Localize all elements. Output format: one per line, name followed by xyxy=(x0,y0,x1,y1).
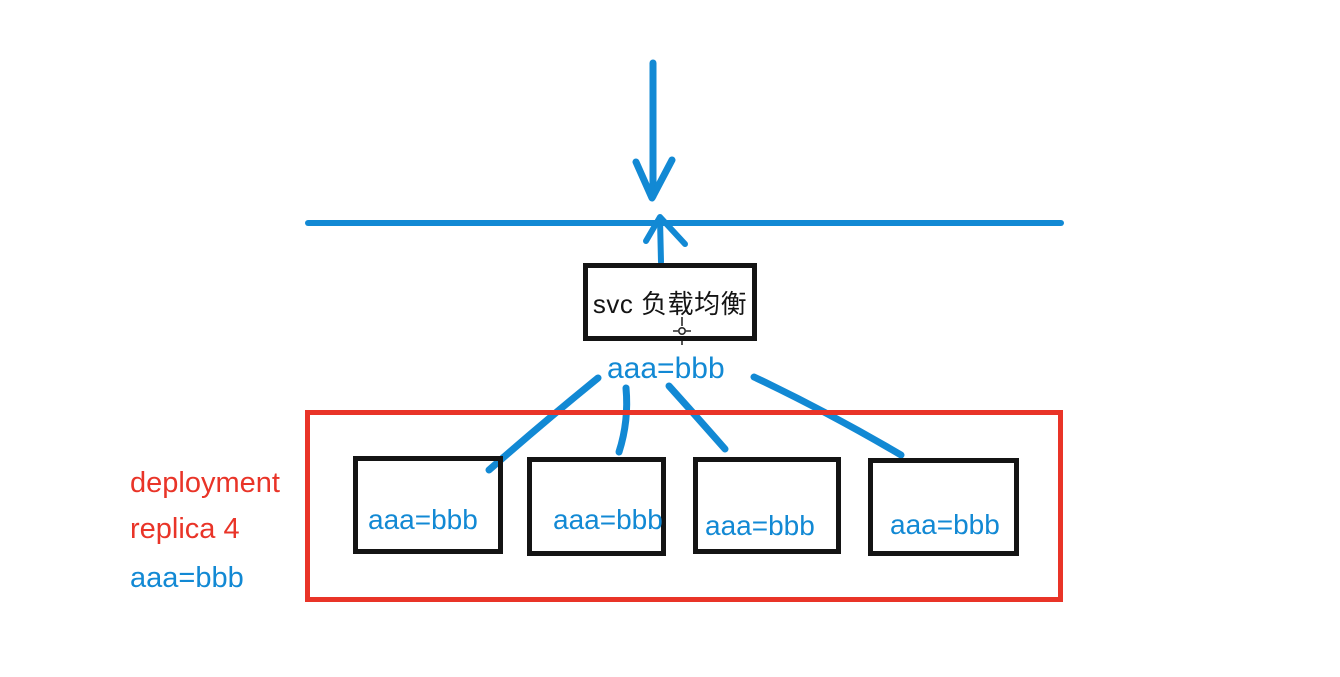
pod-box-3: aaa=bbb xyxy=(693,457,841,554)
deployment-boundary-rect xyxy=(305,410,1063,602)
selector-connector-line-2 xyxy=(615,384,631,456)
legend-selector-label: aaa=bbb xyxy=(130,562,244,594)
service-box: svc 负载均衡 xyxy=(583,263,757,341)
legend-replica-count-label: replica 4 xyxy=(130,513,240,545)
pod-label-2: aaa=bbb xyxy=(553,504,663,535)
service-uplink-arrow-icon xyxy=(643,214,688,265)
pod-label-4: aaa=bbb xyxy=(890,509,1000,540)
service-selector-label: aaa=bbb xyxy=(607,352,725,385)
service-box-label: svc 负载均衡 xyxy=(592,288,748,319)
pod-box-4: aaa=bbb xyxy=(868,458,1019,556)
pod-label-3: aaa=bbb xyxy=(705,510,815,541)
pod-box-1: aaa=bbb xyxy=(353,456,503,554)
legend-deployment-label: deployment xyxy=(130,467,280,499)
incoming-traffic-arrow-icon xyxy=(632,59,676,202)
pod-label-1: aaa=bbb xyxy=(368,504,478,535)
pod-box-2: aaa=bbb xyxy=(527,457,666,556)
selector-connector-line-3 xyxy=(665,382,729,453)
